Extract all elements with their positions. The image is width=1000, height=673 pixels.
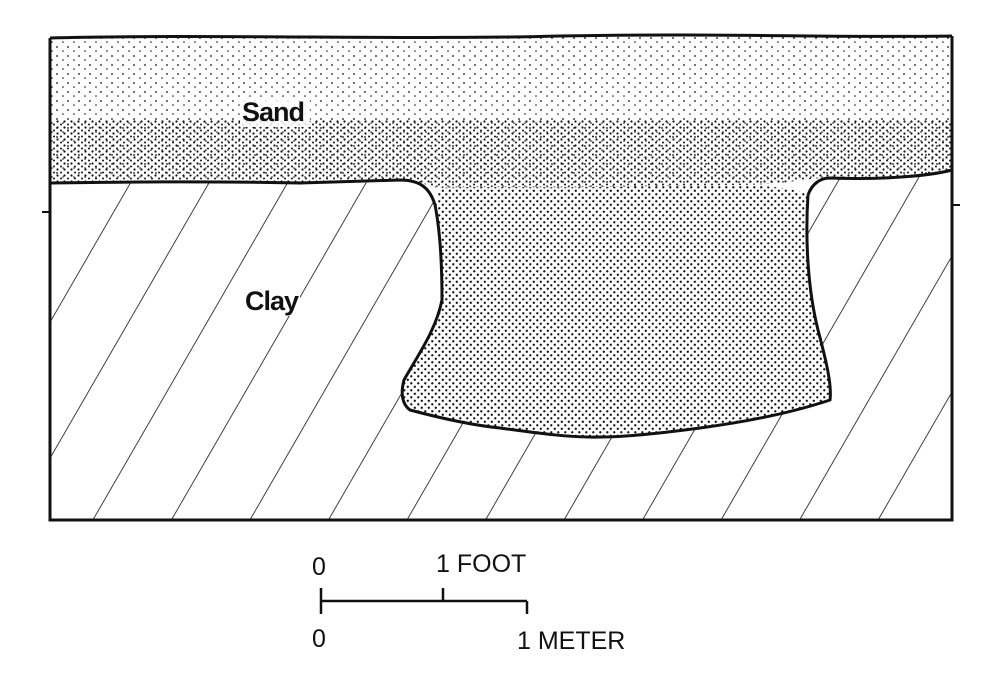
sand-label: Sand — [242, 97, 304, 127]
clay-layer — [49, 168, 953, 520]
scale-top-zero: 0 — [312, 553, 326, 581]
scale-meter-label: 1 METER — [517, 627, 625, 655]
sand-layer — [49, 33, 953, 189]
clay-label: Clay — [245, 286, 299, 316]
scale-bar: 0 1 FOOT 0 1 METER — [312, 550, 625, 655]
sand-filled-pipe — [400, 185, 832, 439]
scale-foot-label: 1 FOOT — [436, 550, 526, 578]
section-frame — [48, 36, 954, 522]
scale-bottom-zero: 0 — [312, 625, 326, 653]
